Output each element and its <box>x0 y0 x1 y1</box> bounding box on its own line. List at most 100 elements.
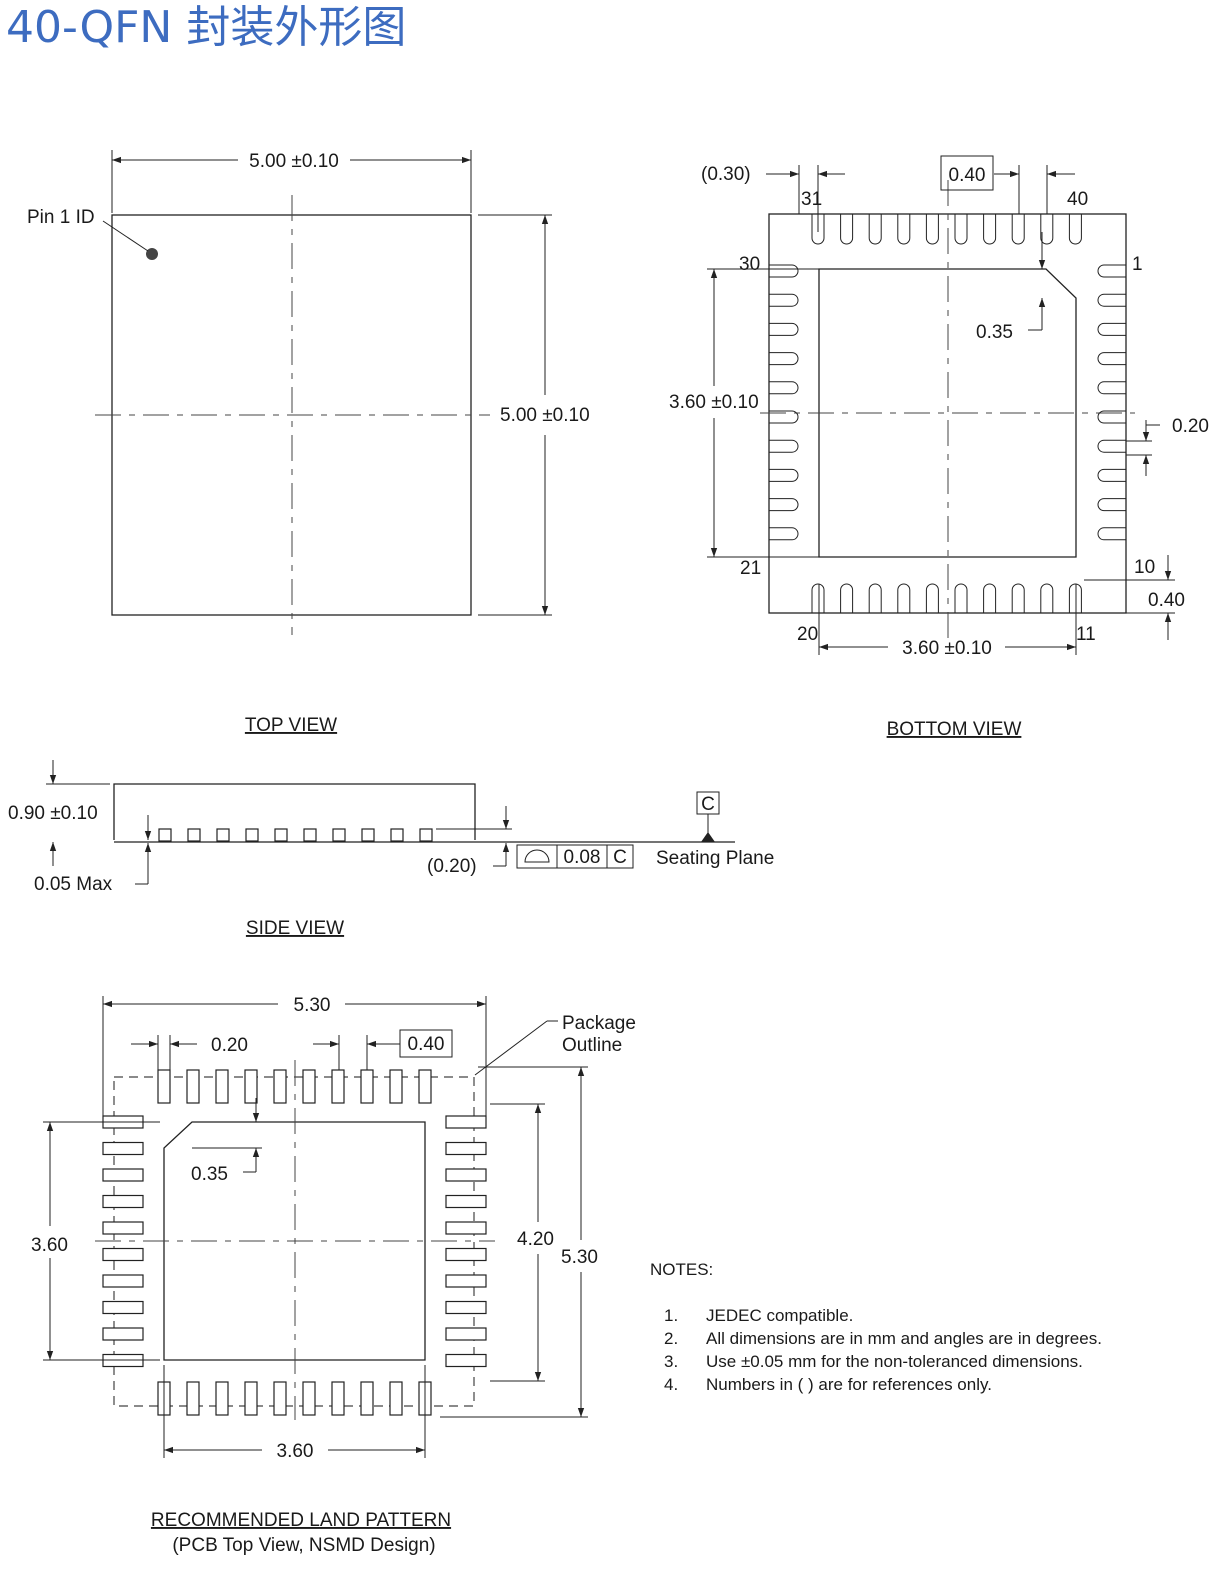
land-pad <box>215 1381 229 1416</box>
bv-pitch: 0.40 <box>949 165 986 186</box>
land-pad <box>102 1327 144 1341</box>
lead <box>1011 583 1025 613</box>
pin-31: 31 <box>801 189 822 210</box>
land-pad <box>445 1168 487 1182</box>
note-number: 3. <box>664 1352 678 1371</box>
land-pad <box>302 1381 316 1416</box>
lead <box>769 527 799 541</box>
land-pad <box>360 1381 374 1416</box>
bv-pad-width: 3.60 ±0.10 <box>902 638 992 659</box>
lead <box>769 352 799 366</box>
bv-lead-length: 0.40 <box>1148 590 1185 611</box>
page-title: 40-QFN 封装外形图 <box>6 2 407 53</box>
datum-c: C <box>701 794 715 815</box>
land-pad <box>302 1069 316 1104</box>
lp-bottom-dim: 3.60 <box>277 1441 314 1462</box>
land-pad <box>389 1069 403 1104</box>
pin-21: 21 <box>740 558 761 579</box>
pin-10: 10 <box>1134 557 1155 578</box>
lp-overall-width: 5.30 <box>294 995 331 1016</box>
pin1-label: Pin 1 ID <box>27 207 95 228</box>
lead <box>1097 439 1126 453</box>
package-outline-label-2: Outline <box>562 1035 622 1056</box>
side-lead <box>332 828 346 842</box>
land-pad <box>445 1327 487 1341</box>
note-text: Numbers in ( ) are for references only. <box>706 1375 992 1394</box>
lead <box>897 583 911 613</box>
lead <box>769 293 799 307</box>
land-pads <box>102 1069 487 1416</box>
side-lead <box>274 828 288 842</box>
lead <box>868 214 882 245</box>
land-pad <box>331 1381 345 1416</box>
bottom-view-leads <box>769 214 1126 613</box>
note-number: 4. <box>664 1375 678 1394</box>
land-pad <box>102 1247 144 1262</box>
lead <box>840 214 854 245</box>
land-pad <box>445 1115 487 1129</box>
lead <box>1068 583 1082 613</box>
land-pad <box>186 1069 200 1104</box>
side-lead <box>158 828 172 842</box>
top-view: 5.00 ±0.10 5.00 ±0.10 Pin 1 ID TOP VIEW <box>27 150 590 736</box>
lp-left-dim: 3.60 <box>31 1235 68 1256</box>
note-text: JEDEC compatible. <box>706 1306 853 1325</box>
pin-11: 11 <box>1076 624 1096 645</box>
top-height-dim: 5.00 ±0.10 <box>500 405 590 426</box>
land-pad <box>157 1069 171 1104</box>
land-pad <box>445 1247 487 1262</box>
bv-ref-dim: (0.30) <box>701 164 751 185</box>
pin-40: 40 <box>1067 189 1088 210</box>
seating-plane-label: Seating Plane <box>656 848 774 869</box>
note-text: Use ±0.05 mm for the non-toleranced dime… <box>706 1352 1083 1371</box>
lead <box>769 498 799 512</box>
land-pad <box>360 1069 374 1104</box>
lp-pitch: 0.40 <box>408 1034 445 1055</box>
note-number: 2. <box>664 1329 678 1348</box>
land-pad <box>273 1381 287 1416</box>
land-pad <box>445 1221 487 1235</box>
lead <box>769 381 799 395</box>
lead <box>811 583 825 613</box>
note-number: 1. <box>664 1306 678 1325</box>
side-lead <box>303 828 317 842</box>
land-pad <box>445 1274 487 1288</box>
lead <box>925 214 939 245</box>
lead <box>1097 468 1126 482</box>
sv-standoff: 0.05 Max <box>34 874 113 895</box>
lead <box>769 468 799 482</box>
notes-heading: NOTES: <box>650 1260 713 1279</box>
lp-pad-width: 0.20 <box>211 1035 248 1056</box>
land-pad <box>389 1381 403 1416</box>
sv-height: 0.90 ±0.10 <box>8 803 98 824</box>
lead <box>769 439 799 453</box>
side-lead <box>245 828 259 842</box>
bv-chamfer: 0.35 <box>976 322 1013 343</box>
pin-20: 20 <box>797 624 818 645</box>
lead <box>897 214 911 245</box>
land-pad <box>102 1300 144 1315</box>
land-pad <box>102 1141 144 1156</box>
lead <box>1097 410 1126 424</box>
package-outline <box>113 1076 475 1407</box>
lead <box>1011 214 1025 245</box>
top-view-caption: TOP VIEW <box>245 715 337 736</box>
land-pad <box>102 1168 144 1182</box>
bv-lead-width: 0.20 <box>1172 416 1209 437</box>
bottom-view: (0.30) 0.40 31 40 1 30 21 10 20 11 0.35 … <box>669 155 1209 740</box>
pin-30: 30 <box>739 254 760 275</box>
land-pad <box>102 1221 144 1235</box>
exposed-pad <box>818 268 1077 558</box>
note-text: All dimensions are in mm and angles are … <box>706 1329 1102 1348</box>
side-lead <box>187 828 201 842</box>
land-pad <box>186 1381 200 1416</box>
land-pad <box>244 1381 258 1416</box>
land-pad <box>445 1353 487 1368</box>
land-pad <box>102 1194 144 1209</box>
lead <box>1097 264 1126 278</box>
land-pad <box>215 1069 229 1104</box>
bv-pad-height: 3.60 ±0.10 <box>669 392 759 413</box>
side-lead <box>361 828 375 842</box>
side-lead <box>390 828 404 842</box>
side-view-caption: SIDE VIEW <box>246 918 344 939</box>
